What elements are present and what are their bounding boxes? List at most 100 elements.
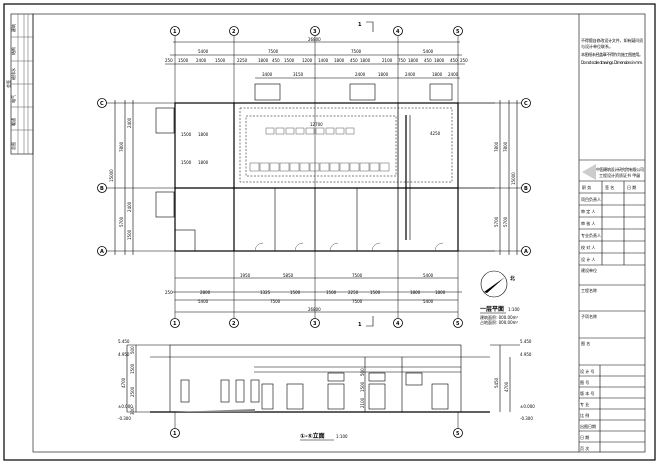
axis-label: A <box>100 249 104 255</box>
info-row: 设 计 号 <box>580 368 595 374</box>
info-row: 日 期 <box>580 434 589 440</box>
inner-frame <box>32 13 646 453</box>
sign-row: 设 计 人 <box>581 256 596 262</box>
strip-row: 电气 <box>10 95 16 103</box>
sign-row: 校 对 人 <box>581 244 596 250</box>
dim: 250 <box>165 290 173 295</box>
dim-overall: 26800 <box>308 307 321 312</box>
plan-scale: 1:100 <box>508 307 520 312</box>
dim: 750 <box>398 58 406 63</box>
axis-bubbles: 1 2 3 4 5 1 2 3 4 5 C B A C B A <box>97 26 531 328</box>
dim: 2400 <box>405 72 416 77</box>
dim: 5700 <box>503 216 508 227</box>
dim: 1800 <box>435 290 446 295</box>
dim: 2400 <box>127 117 132 128</box>
level-mark: -0.300 <box>118 416 131 421</box>
dim: 15000 <box>109 169 114 182</box>
axis-label: 5 <box>456 431 460 437</box>
dim: 250 <box>165 58 173 63</box>
dim: 2250 <box>237 58 248 63</box>
dim: 2100 <box>382 58 393 63</box>
dim: 1500 <box>130 363 135 374</box>
field-label: 工程名称 <box>581 287 597 293</box>
title-block: 不得擅自修改设计文件，如有疑问须 与设计单位联系。 本图纸未经盖章不得作为施工图… <box>579 37 645 452</box>
dim: 1500 <box>178 58 189 63</box>
dim: 1400 <box>318 58 329 63</box>
dim: 5400 <box>198 299 209 304</box>
dim: 3400 <box>262 72 273 77</box>
axis-label: B <box>524 186 528 192</box>
info-row: 版 本 号 <box>580 390 595 396</box>
dim: 5700 <box>119 216 124 227</box>
bottom-dimensions: 1950 5850 7500 5400 250 2800 1325 1500 1… <box>165 273 462 313</box>
dim: 7500 <box>352 299 363 304</box>
dim: 450 <box>350 58 358 63</box>
dim-overall: 26800 <box>308 37 321 42</box>
north-label: 北 <box>510 275 515 282</box>
side-dimensions: 7800 15000 5700 2400 2400 1500 7800 7800… <box>109 100 518 255</box>
strip-row: 结构 <box>10 47 16 55</box>
dim: 5850 <box>283 273 294 278</box>
dim: 1800 <box>432 72 443 77</box>
dim: 5400 <box>423 273 434 278</box>
section-mark-bottom: 1 <box>358 322 362 328</box>
header-cell: 日 期 <box>627 184 636 190</box>
dim: 5400 <box>423 299 434 304</box>
note: 不得擅自修改设计文件，如有疑问须 <box>581 37 643 43</box>
plan-title: 一层平面 <box>480 305 504 313</box>
axis-label: 1 <box>173 29 177 35</box>
dim: 1500 <box>181 160 192 165</box>
dim: 4250 <box>430 131 441 136</box>
dim: 5400 <box>423 49 434 54</box>
header-cell: 签 名 <box>605 184 614 190</box>
dim: 2250 <box>348 290 359 295</box>
strip-row: 总图 <box>10 142 16 150</box>
dim: 2400 <box>448 72 459 77</box>
dim: 15000 <box>511 172 516 185</box>
dim: 300 <box>130 407 135 415</box>
header-cell: 职 务 <box>582 184 591 190</box>
dim: 7500 <box>268 49 279 54</box>
axis-label: A <box>524 249 528 255</box>
dim: 450 <box>450 58 458 63</box>
dim: 2400 <box>196 58 207 63</box>
info-row: 出图日期 <box>580 423 596 429</box>
elevation-scale: 1:100 <box>336 434 348 439</box>
dim: 1800 <box>360 58 371 63</box>
level-mark: 5.450 <box>118 339 130 344</box>
level-mark: -0.300 <box>520 416 533 421</box>
dim: 7800 <box>503 141 508 152</box>
dim: 7500 <box>351 49 362 54</box>
dim: 450 <box>424 58 432 63</box>
left-sign-strip: 会签 建筑 结构 给排水 电气 暖通 总图 <box>5 13 34 155</box>
dim: 5450 <box>494 377 499 388</box>
note: Do not scale drawings. Dimensions in mm. <box>581 60 643 65</box>
sign-strip-label: 会签 <box>5 80 11 88</box>
info-row: 比 例 <box>580 412 589 418</box>
axis-label: 5 <box>456 321 460 327</box>
dim: 1800 <box>410 290 421 295</box>
dim: 7500 <box>270 299 281 304</box>
axis-label: 2 <box>232 321 236 327</box>
dim: 2800 <box>200 290 211 295</box>
strip-row: 暖通 <box>10 118 16 126</box>
dim: 5700 <box>494 216 499 227</box>
dim: 7800 <box>494 141 499 152</box>
dim: 1800 <box>198 132 209 137</box>
level-mark: 4.950 <box>118 352 130 357</box>
dim: 1500 <box>370 290 381 295</box>
field-label: 子项名称 <box>581 313 597 319</box>
dim: 250 <box>460 58 468 63</box>
dim: 4700 <box>504 381 509 392</box>
dim: 500 <box>360 368 365 376</box>
level-mark: ±0.000 <box>520 404 535 409</box>
dim: 1500 <box>284 58 295 63</box>
dim: 7800 <box>119 141 124 152</box>
sign-row: 项目负责人 <box>581 196 601 202</box>
floor-plan: 12700 4250 1500 1800 1500 1800 <box>155 83 459 252</box>
dim: 2100 <box>360 397 365 408</box>
dim: 1325 <box>260 290 271 295</box>
dim: 1800 <box>434 58 445 63</box>
